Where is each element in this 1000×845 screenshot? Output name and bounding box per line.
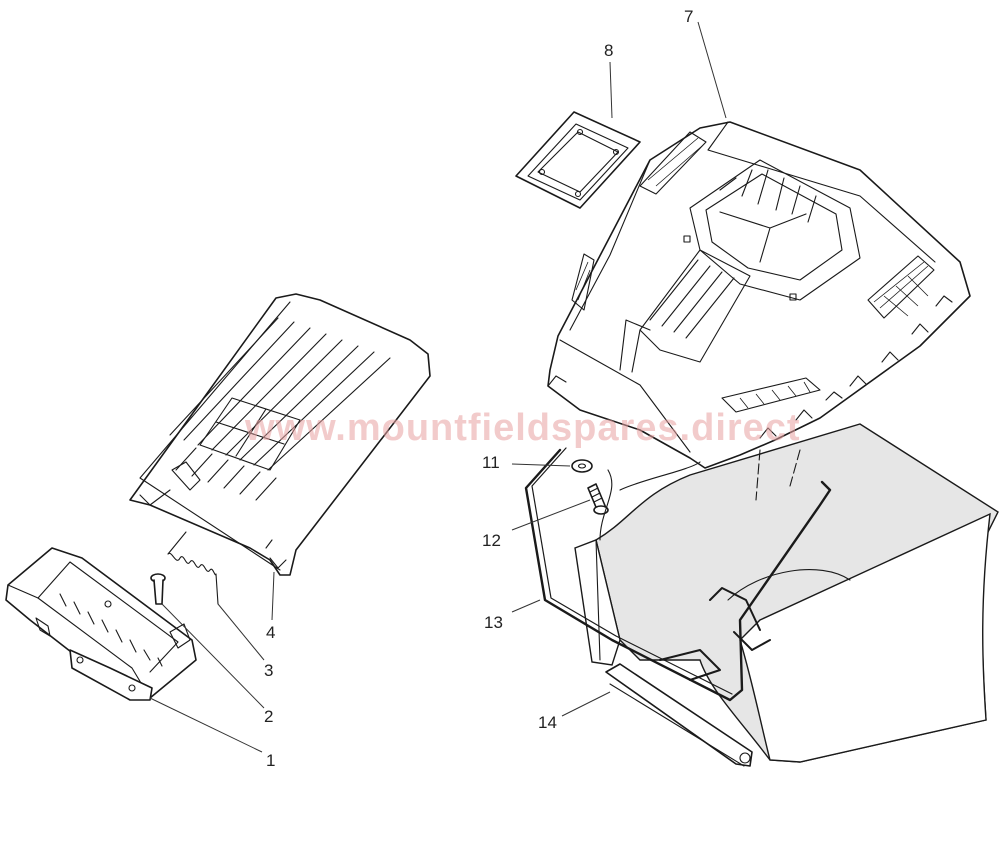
bag-top-cover-part: [547, 121, 971, 469]
inspection-window-part: [515, 111, 641, 209]
callout-1: 1: [266, 751, 275, 770]
callout-3: 3: [264, 661, 273, 680]
callout-labels: 1 2 3 4 7 8 11 12 13 14: [264, 7, 693, 770]
hinge-pin-part: [150, 573, 166, 605]
cover-vents: [571, 131, 935, 413]
callout-2: 2: [264, 707, 273, 726]
callout-leaders: [149, 21, 727, 753]
callout-12: 12: [482, 531, 501, 550]
grass-bag-part: [574, 423, 999, 763]
bag-front-panel: [739, 512, 991, 763]
flap-ribs: [169, 317, 391, 501]
callout-11: 11: [482, 453, 500, 472]
washer-part: [571, 459, 593, 473]
hinge-bracket-part: [5, 547, 197, 701]
screw-part: [587, 483, 609, 515]
callout-7: 7: [684, 7, 693, 26]
callout-8: 8: [604, 41, 613, 60]
rear-flap-part: [129, 293, 431, 576]
callout-4: 4: [266, 623, 275, 642]
watermark-text: www.mountfieldspares.direct: [244, 407, 801, 449]
spring-part: [167, 531, 219, 605]
callout-13: 13: [484, 613, 503, 632]
upper-bag-frame-part: [524, 447, 832, 702]
callout-14: 14: [538, 713, 557, 732]
lower-bag-frame-part: [605, 649, 753, 767]
bag-left-panel: [574, 539, 621, 666]
